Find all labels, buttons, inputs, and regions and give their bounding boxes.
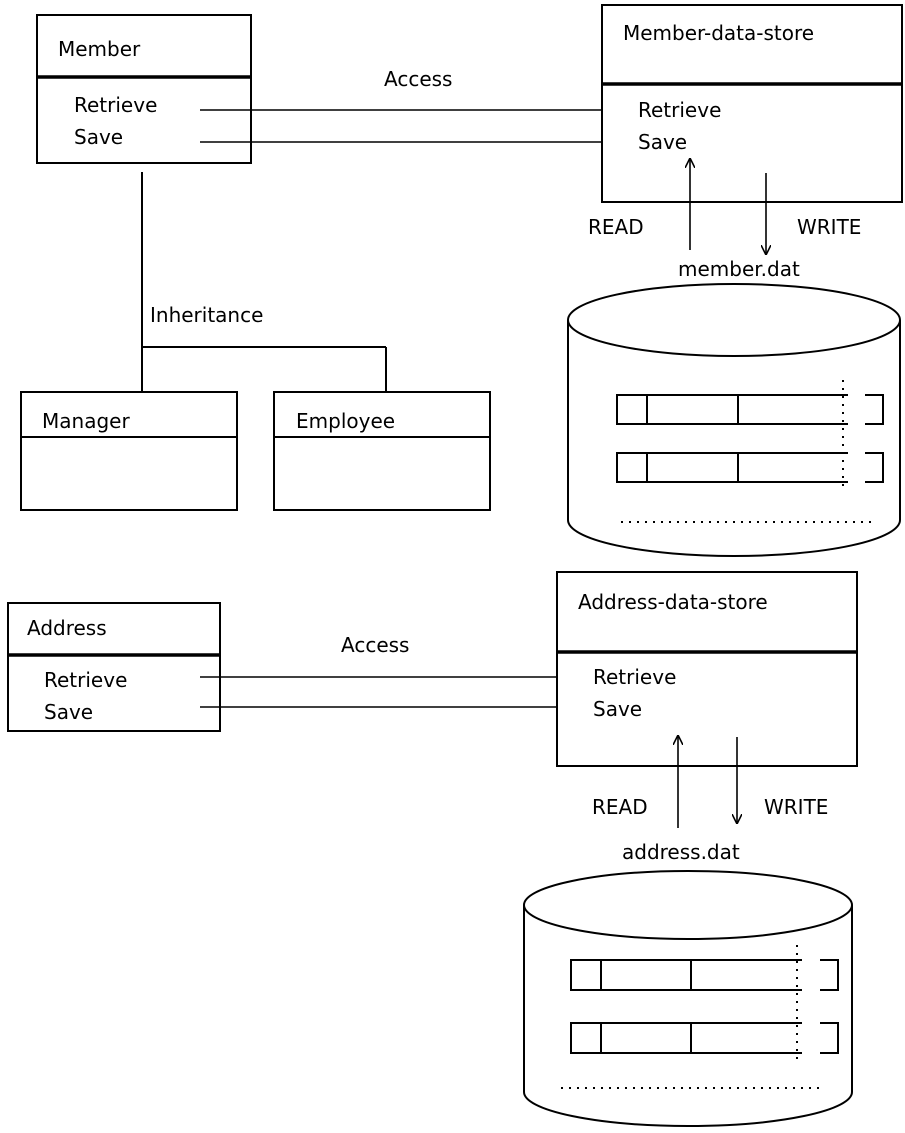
member-file-label: member.dat <box>678 257 800 281</box>
employee-class-title: Employee <box>296 409 395 433</box>
inheritance-connector <box>141 172 387 392</box>
member-method-retrieve: Retrieve <box>74 93 157 117</box>
address-data-store-box: Address-data-store Retrieve Save <box>556 571 858 767</box>
member-class-box: Member Retrieve Save <box>36 14 252 164</box>
member-store-method-retrieve: Retrieve <box>638 98 721 122</box>
address-store-method-save: Save <box>593 697 642 721</box>
member-access-label: Access <box>384 67 452 91</box>
address-method-save: Save <box>44 700 93 724</box>
member-write-label: WRITE <box>797 215 861 239</box>
address-database-icon <box>523 870 853 1127</box>
address-file-label: address.dat <box>622 840 740 864</box>
manager-class-box: Manager <box>20 391 238 511</box>
member-database-icon <box>567 283 901 557</box>
address-write-label: WRITE <box>764 795 828 819</box>
address-class-title: Address <box>27 616 107 640</box>
address-access-label: Access <box>341 633 409 657</box>
address-read-label: READ <box>592 795 648 819</box>
member-store-method-save: Save <box>638 130 687 154</box>
manager-class-title: Manager <box>42 409 130 433</box>
address-method-retrieve: Retrieve <box>44 668 127 692</box>
address-store-method-retrieve: Retrieve <box>593 665 676 689</box>
member-data-store-box: Member-data-store Retrieve Save <box>601 4 903 203</box>
employee-class-box: Employee <box>273 391 491 511</box>
member-method-save: Save <box>74 125 123 149</box>
address-class-box: Address Retrieve Save <box>7 602 221 732</box>
member-read-label: READ <box>588 215 644 239</box>
address-store-title: Address-data-store <box>578 590 768 614</box>
member-store-title: Member-data-store <box>623 21 814 45</box>
member-class-title: Member <box>58 37 141 61</box>
inheritance-label: Inheritance <box>150 303 263 327</box>
